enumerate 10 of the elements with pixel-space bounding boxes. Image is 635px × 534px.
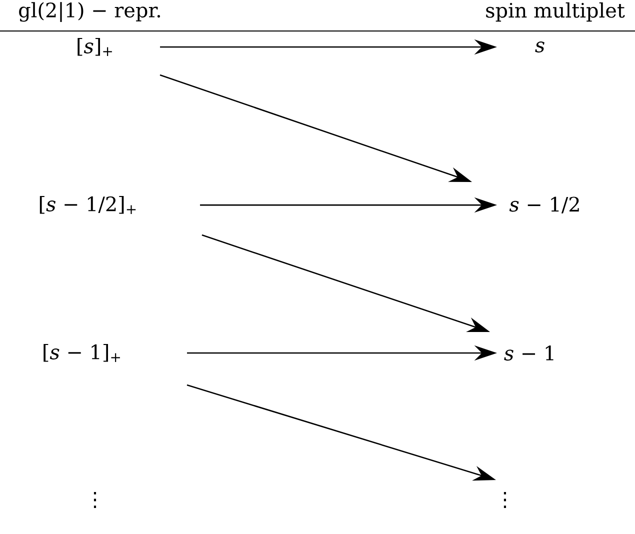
multiplet-label: s [535,42,544,52]
ellipsis: ⋮ [504,492,506,508]
representation-label: [s − 1]$_{+}$ [44,344,120,362]
representation-label: [s]$_{+}$ [78,38,112,56]
multiplet-label: s − 1/2 [509,196,579,214]
column-heading: spin multiplet [486,2,625,22]
multiplet-label: s − 1 [504,345,554,361]
ellipsis: ⋮ [94,492,96,508]
representation-label: [s − 1/2]$_{+}$ [40,196,136,214]
column-heading: gl(2|1) − repr. [19,2,160,22]
